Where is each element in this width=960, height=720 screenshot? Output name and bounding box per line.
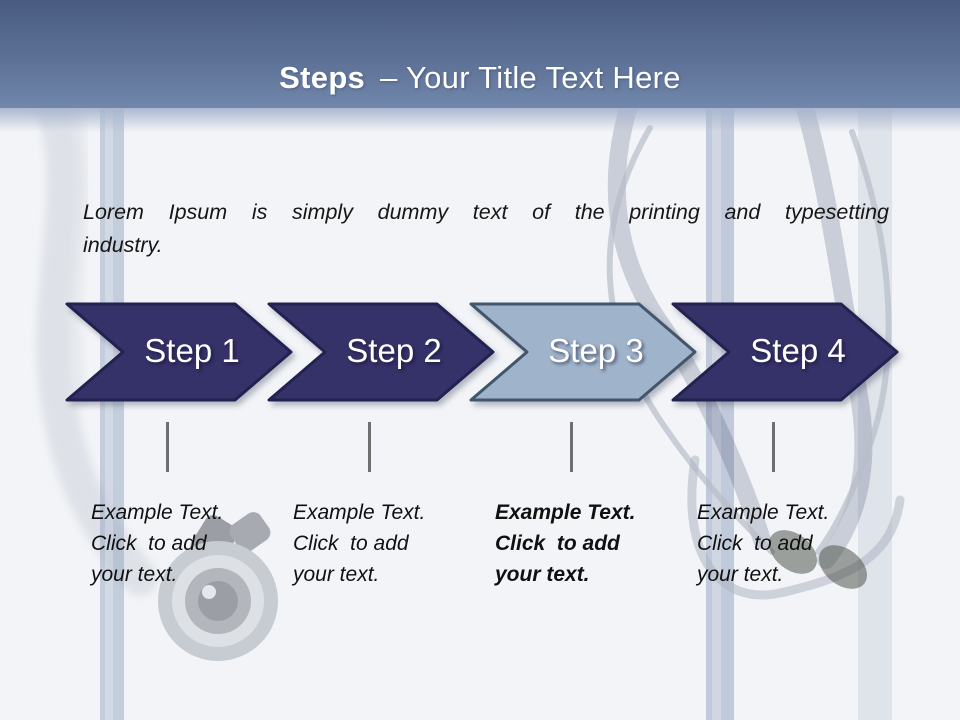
step-3-column: Step 3 Example Text. Click to add your te… <box>469 302 698 632</box>
step-4-chevron-shape[interactable] <box>671 302 900 402</box>
intro-text-block[interactable]: Lorem Ipsum is simply dummy text of the … <box>83 196 889 263</box>
step-2-chevron-shape[interactable] <box>267 302 496 402</box>
step-1-column: Step 1 Example Text. Click to add your te… <box>65 302 294 632</box>
slide-title[interactable]: Steps – Your Title Text Here <box>279 60 681 96</box>
step-2-label: Step 2 <box>346 332 442 369</box>
step-1-description[interactable]: Example Text. Click to add your text. <box>91 501 224 586</box>
step-1-chevron-shape[interactable] <box>65 302 294 402</box>
slide-title-keyword: Steps <box>279 60 366 95</box>
title-bar-fade <box>0 108 960 132</box>
step-2-connector-line <box>368 422 371 472</box>
step-3-connector-line <box>570 422 573 472</box>
step-3-description[interactable]: Example Text. Click to add your text. <box>495 501 636 586</box>
step-1-connector-line <box>166 422 169 472</box>
step-3-chevron-shape[interactable] <box>469 302 698 402</box>
step-4-label: Step 4 <box>750 332 846 369</box>
step-2-column: Step 2 Example Text. Click to add your te… <box>267 302 496 632</box>
step-4-description[interactable]: Example Text. Click to add your text. <box>697 501 830 586</box>
intro-line-1: Lorem Ipsum is simply dummy text of the … <box>83 200 889 224</box>
steps-row: Step 1 Example Text. Click to add your te… <box>65 302 900 632</box>
intro-line-2: industry. <box>83 233 163 258</box>
title-bar: Steps – Your Title Text Here <box>0 0 960 108</box>
step-3-label: Step 3 <box>548 332 644 369</box>
slide-title-text: – Your Title Text Here <box>380 60 681 95</box>
step-1-label: Step 1 <box>144 332 240 369</box>
step-4-connector-line <box>772 422 775 472</box>
step-2-description[interactable]: Example Text. Click to add your text. <box>293 501 426 586</box>
step-4-column: Step 4 Example Text. Click to add your te… <box>671 302 900 632</box>
